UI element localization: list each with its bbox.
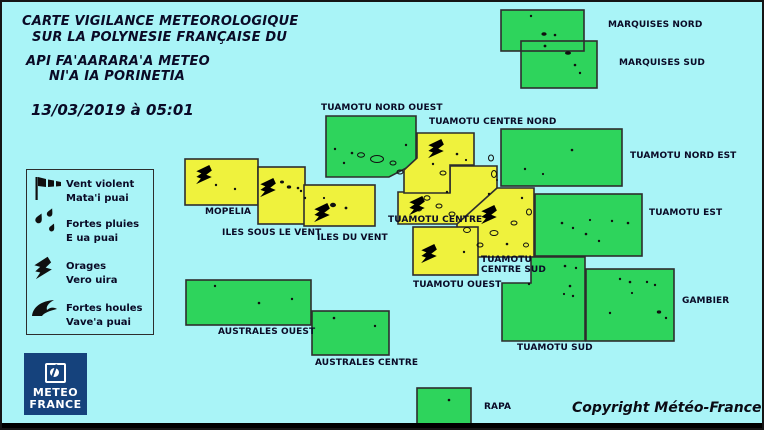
logo-word-meteo: METEO: [32, 386, 79, 399]
legend-wind-ty: Mata'i puai: [66, 193, 129, 204]
zone-australes-centre[interactable]: [311, 310, 390, 356]
zone-rapa[interactable]: [416, 387, 472, 428]
legend-storm-ty: Vero uira: [66, 275, 118, 286]
zone-australes-ouest[interactable]: [185, 279, 312, 326]
title-line-2: SUR LA POLYNESIE FRANÇAISE DU: [32, 30, 288, 45]
legend-wind-fr: Vent violent: [66, 179, 135, 190]
zone-label-tuamotu-sud: TUAMOTU SUD: [517, 343, 593, 353]
zone-label-iles-du-vent: ILES DU VENT: [317, 233, 388, 243]
legend-icons: [32, 177, 61, 316]
legend-box: [26, 169, 154, 335]
title-line-1: CARTE VIGILANCE METEOROLOGIQUE: [22, 14, 299, 29]
copyright-text: Copyright Météo-France: [572, 400, 762, 416]
zone-label-rapa: RAPA: [484, 402, 512, 412]
zone-tuamotu-sud[interactable]: [501, 256, 586, 342]
zone-marquises-sud-outline: [520, 40, 598, 89]
zone-label-tuamotu-centre-sud: TUAMOTU CENTRE SUD: [481, 255, 546, 275]
map-datetime: 13/03/2019 à 05:01: [31, 101, 194, 119]
zone-iles-sous-le-vent[interactable]: [257, 166, 306, 225]
zone-label-tuamotu-centre-sud-line1: TUAMOTU: [481, 255, 532, 265]
zone-label-australes-ouest: AUSTRALES OUEST: [218, 327, 316, 337]
zone-tuamotu-nord-est[interactable]: [500, 128, 623, 187]
zone-label-marquises-nord: MARQUISES NORD: [608, 20, 703, 30]
zone-gambier[interactable]: [585, 268, 675, 342]
zone-tuamotu-est[interactable]: [534, 193, 643, 257]
legend-swell-fr: Fortes houles: [66, 303, 143, 314]
meteo-france-logo: METEO FRANCE: [24, 353, 87, 415]
islands-dots: [213, 14, 668, 402]
zone-label-tuamotu-centre: TUAMOTU CENTRE: [388, 215, 483, 225]
atoll-rings: [357, 152, 532, 248]
zone-label-tuamotu-est: TUAMOTU EST: [649, 208, 723, 218]
bottom-border-bar: [2, 423, 762, 428]
wave-icon: [32, 300, 57, 316]
title-line-4: NI'A IA PORINETIA: [49, 69, 186, 84]
zone-label-tuamotu-centre-nord: TUAMOTU CENTRE NORD: [429, 117, 557, 127]
zone-label-gambier: GAMBIER: [682, 296, 730, 306]
zone-marquises-sud[interactable]: [521, 41, 597, 88]
zone-tuamotu-centre-nord[interactable]: [403, 132, 475, 194]
zone-tuamotu-ouest[interactable]: [412, 226, 479, 276]
title-line-3: API FA'AARARA'A METEO: [26, 54, 210, 69]
legend-rain-ty: E ua puai: [66, 233, 119, 244]
zone-tuamotu-nord-ouest[interactable]: [325, 115, 417, 178]
zone-label-marquises-sud: MARQUISES SUD: [619, 58, 705, 68]
zone-mopelia[interactable]: [184, 158, 259, 206]
zone-label-mopelia: MOPELIA: [205, 207, 252, 217]
zone-label-tuamotu-ouest: TUAMOTU OUEST: [413, 280, 502, 290]
zone-marquises-nord-outline: [500, 9, 585, 52]
windsock-icon: [35, 177, 61, 200]
legend-storm-fr: Orages: [66, 261, 107, 272]
zone-label-australes-centre: AUSTRALES CENTRE: [315, 358, 419, 368]
zone-label-iles-sous-le-vent: ILES SOUS LE VENT: [222, 228, 322, 238]
zone-iles-du-vent[interactable]: [303, 184, 376, 227]
zone-label-tuamotu-nord-ouest: TUAMOTU NORD OUEST: [321, 103, 443, 113]
zone-centre-inner-border: [456, 187, 498, 225]
meteo-france-icon: [45, 363, 66, 383]
zone-label-tuamotu-centre-sud-line2: CENTRE SUD: [481, 265, 546, 275]
logo-word-france: FRANCE: [29, 397, 82, 411]
legend-swell-ty: Vave'a puai: [66, 317, 131, 328]
legend-rain-fr: Fortes pluies: [66, 219, 140, 230]
zone-label-tuamotu-nord-est: TUAMOTU NORD EST: [630, 151, 737, 161]
